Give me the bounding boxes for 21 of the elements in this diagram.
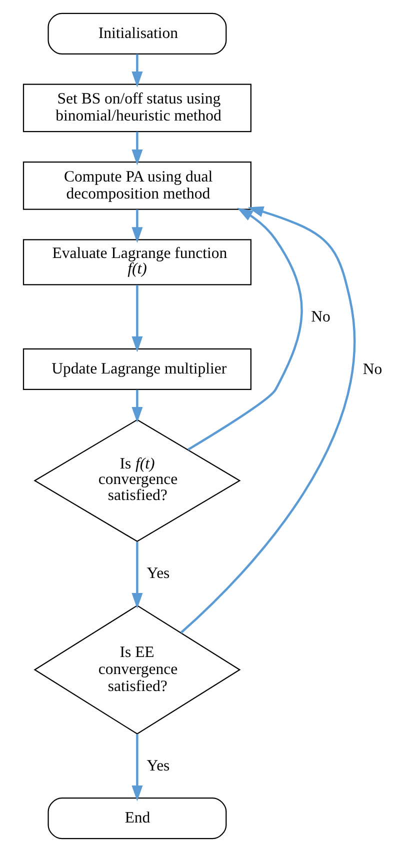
arrow <box>132 209 143 243</box>
edge-label: No <box>362 360 382 378</box>
node-diamond: Is f(t) convergence satisfied? <box>34 419 241 542</box>
arrow <box>132 542 143 609</box>
node-box: Initialisation <box>48 12 227 54</box>
arrow <box>132 390 143 423</box>
node-box: End <box>48 798 227 840</box>
node-box: Update Lagrange multiplier <box>22 348 252 390</box>
edge-label: Yes <box>146 758 170 775</box>
node-diamond: Is EE convergence satisfied? <box>34 604 241 735</box>
arrow <box>132 132 143 166</box>
edge-label: Yes <box>146 565 170 582</box>
arrow <box>132 285 143 352</box>
arrow <box>132 54 143 88</box>
arrow <box>187 208 303 451</box>
arrow <box>180 206 356 634</box>
arrow <box>132 734 143 802</box>
edge-label: No <box>311 308 330 326</box>
node-box: Evaluate Lagrange function f(t) <box>22 239 252 286</box>
node-box: Set BS on/off status using binomial/heuristic method <box>22 84 252 132</box>
node-box: Compute PA using dual decomposition method <box>22 161 252 210</box>
